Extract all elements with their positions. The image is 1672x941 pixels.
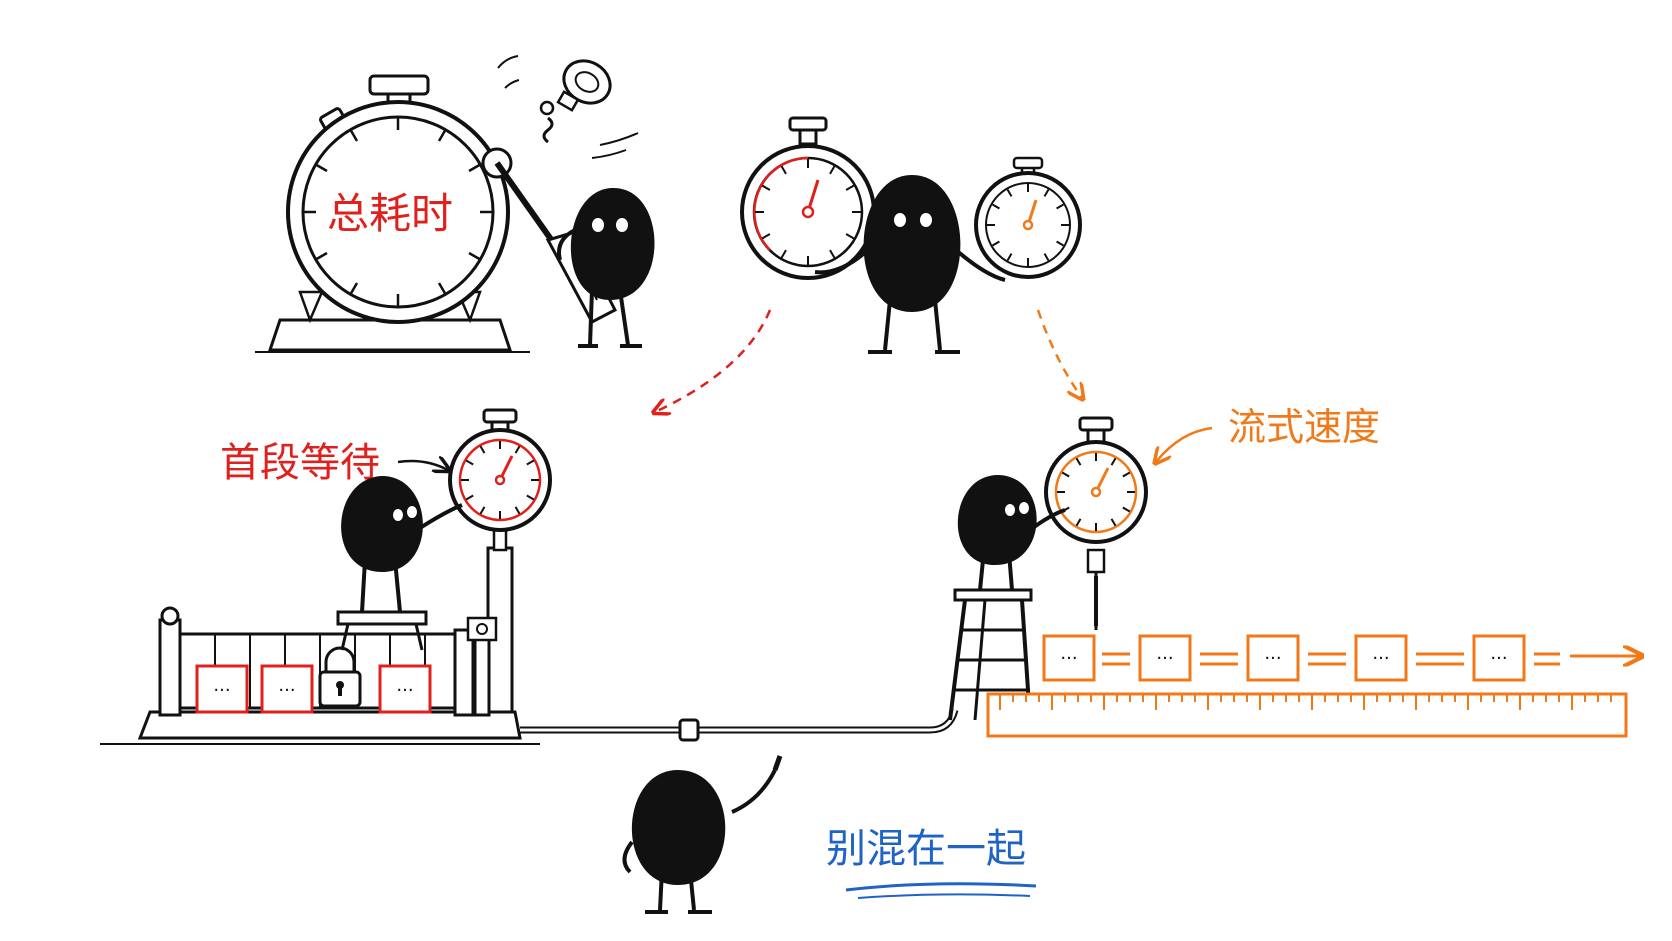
stream-speed-label: 流式速度 [1228, 405, 1380, 449]
dial-tick [468, 163, 481, 173]
dial-tick [479, 506, 486, 515]
dial-tick [1075, 457, 1082, 466]
dont-mix-label: 别混在一起 [826, 826, 1026, 872]
blob-character-holding-watches [814, 175, 1006, 354]
dial-tick [514, 445, 521, 454]
blob-character-screwdriver [557, 187, 655, 348]
chunk-dots: ··· [1372, 648, 1389, 669]
total-time-label: 总耗时 [327, 189, 453, 238]
dont-mix-underline [845, 882, 1037, 892]
blob-character-pointing [622, 755, 783, 914]
dial-tick [829, 165, 836, 175]
cable-coupler [678, 718, 700, 742]
chunk-dots: ··· [213, 680, 230, 701]
chunk-dots: ··· [1264, 648, 1281, 669]
dial-tick [1043, 253, 1050, 262]
dial-tick [1056, 240, 1065, 247]
chunk-box: ··· [195, 664, 249, 714]
chunk-box: ··· [378, 664, 432, 714]
dial-tick [465, 459, 474, 466]
chunk-box: ··· [1472, 634, 1526, 682]
dial-tick [845, 233, 855, 240]
dial-tick [437, 129, 447, 142]
dial-tick [514, 506, 521, 515]
dial-tick [526, 494, 535, 501]
dial-tick [1122, 471, 1131, 478]
dial-tick [1043, 188, 1050, 197]
dial-tick [829, 249, 836, 259]
dial-tick [991, 240, 1000, 247]
dial-tick [1110, 457, 1117, 466]
chunk-dots: ··· [1156, 648, 1173, 669]
stream-speed-scene: 流式速度 [948, 405, 1640, 738]
chunk-box: ··· [260, 664, 314, 714]
dont-mix-scene: 别混在一起 [622, 755, 1037, 914]
dial-tick [1006, 188, 1013, 197]
dial-tick [780, 165, 787, 175]
split-timers-scene [655, 116, 1082, 412]
arrow-to-stream-speed [1036, 309, 1082, 398]
chunk-box: ··· [1246, 634, 1300, 682]
dial-tick [437, 282, 447, 295]
chunk-dots: ··· [396, 680, 413, 701]
dial-tick [465, 494, 474, 501]
dial-tick [761, 184, 771, 191]
first-wait-chunks: ··· ··· ··· [195, 646, 432, 714]
chunk-dots: ··· [1490, 648, 1507, 669]
flying-screw-icon [497, 55, 639, 159]
big-stopwatch-icon [286, 100, 510, 324]
ruler-icon [986, 692, 1628, 738]
ladder-icon [948, 588, 1033, 721]
dial-tick [526, 459, 535, 466]
first-wait-gauge-icon [448, 408, 552, 532]
blob-character-first-wait [336, 476, 463, 651]
total-time-scene: 总耗时 [255, 55, 655, 353]
dial-tick [1056, 203, 1065, 210]
padlock-icon [318, 646, 362, 708]
chunk-box: ··· [1042, 634, 1096, 682]
dial-tick [479, 445, 486, 454]
dial-tick [991, 203, 1000, 210]
first-wait-stopwatch-icon [740, 116, 876, 280]
stream-chunks: ··· ··· ··· ··· ··· [1042, 634, 1640, 682]
dial-tick [1110, 518, 1117, 527]
chunk-dots: ··· [1060, 648, 1077, 669]
stream-speed-stopwatch-icon [974, 156, 1082, 279]
connecting-cable [520, 708, 959, 734]
dial-tick [1006, 253, 1013, 262]
first-wait-scene: 首段等待 [100, 408, 552, 745]
chunk-box: ··· [1354, 634, 1408, 682]
chunk-box: ··· [1138, 634, 1192, 682]
dial-tick [1122, 506, 1131, 513]
chunk-dots: ··· [278, 680, 295, 701]
arrow-to-first-wait [655, 309, 772, 412]
dial-tick [315, 251, 328, 261]
dial-tick [761, 233, 771, 240]
dial-tick [780, 249, 787, 259]
first-wait-label: 首段等待 [220, 440, 380, 486]
dial-tick [349, 282, 359, 295]
blob-character-stream-speed [957, 475, 1066, 591]
dial-tick [845, 184, 855, 191]
stream-speed-gauge-icon [1044, 416, 1148, 630]
arrow-stream-speed-to-watch [1156, 426, 1213, 462]
dial-tick [315, 163, 328, 173]
arrow-first-wait-to-watch [397, 461, 448, 470]
dial-tick [1075, 518, 1082, 527]
dial-tick [468, 251, 481, 261]
gate-barrier [100, 606, 540, 745]
dial-tick [349, 129, 359, 142]
dial-tick [1061, 471, 1070, 478]
